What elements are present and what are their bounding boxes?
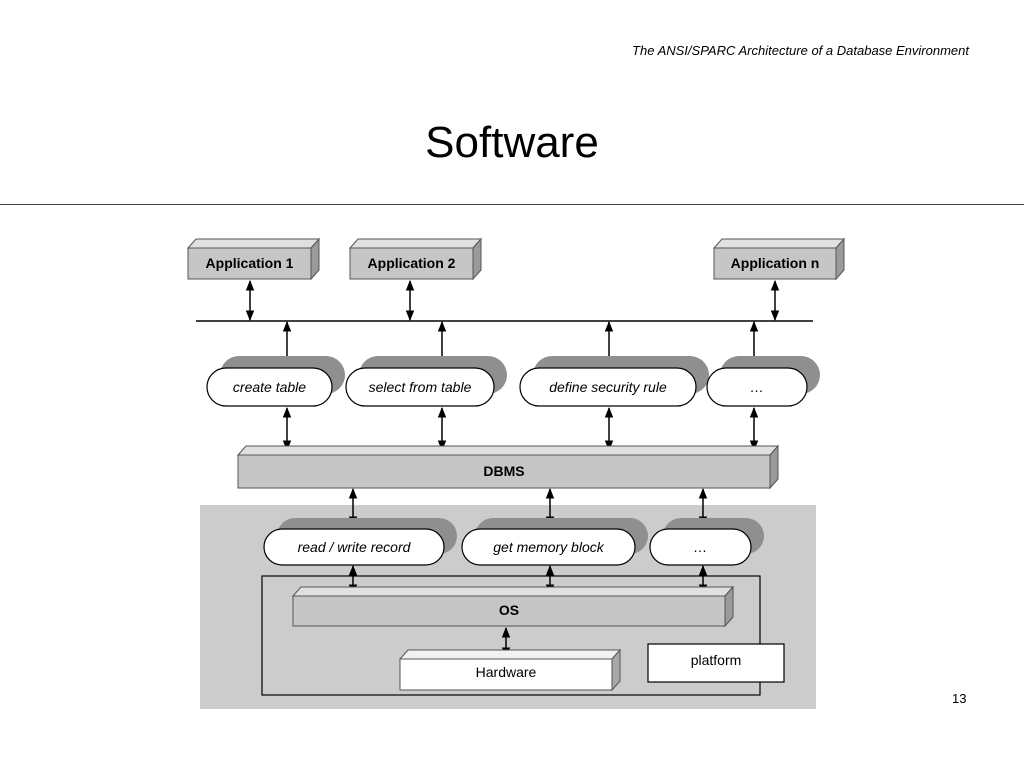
application-box-2: Application 2 [348, 237, 483, 281]
application-box-n: Application n [712, 237, 846, 281]
operation-label: … [750, 379, 764, 395]
os-box: OS [291, 585, 735, 628]
application-box-1: Application 1 [186, 237, 321, 281]
operation-label: define security rule [549, 379, 667, 395]
operation-label: … [694, 539, 708, 555]
operation-label: get memory block [493, 539, 604, 555]
application-label: Application 1 [206, 255, 294, 271]
os-operation-get-memory-block: get memory block [461, 518, 648, 566]
dbms-operation-define-security-rule: define security rule [519, 356, 709, 407]
operation-label: select from table [369, 379, 472, 395]
hardware-label: Hardware [476, 664, 537, 680]
application-label: Application n [731, 255, 820, 271]
platform-boundary [261, 575, 761, 696]
operation-label: create table [233, 379, 306, 395]
hardware-box: Hardware [398, 648, 622, 692]
dbms-box: DBMS [236, 444, 780, 490]
dbms-operation-create-table: create table [206, 356, 345, 407]
page-number: 13 [952, 691, 967, 706]
header-caption: The ANSI/SPARC Architecture of a Databas… [632, 43, 969, 58]
dbms-label: DBMS [483, 463, 524, 479]
slide-title: Software [425, 118, 599, 167]
operation-label: read / write record [298, 539, 412, 555]
title-divider [0, 204, 1024, 205]
platform-label: platform [691, 652, 742, 668]
dbms-operation-select-from-table: select from table [345, 356, 507, 407]
os-operation-more: … [649, 518, 764, 566]
os-label: OS [499, 602, 519, 618]
platform-label-box: platform [647, 643, 785, 683]
dbms-operation-more: … [706, 356, 820, 407]
os-operation-read-write-record: read / write record [263, 518, 457, 566]
application-label: Application 2 [368, 255, 456, 271]
